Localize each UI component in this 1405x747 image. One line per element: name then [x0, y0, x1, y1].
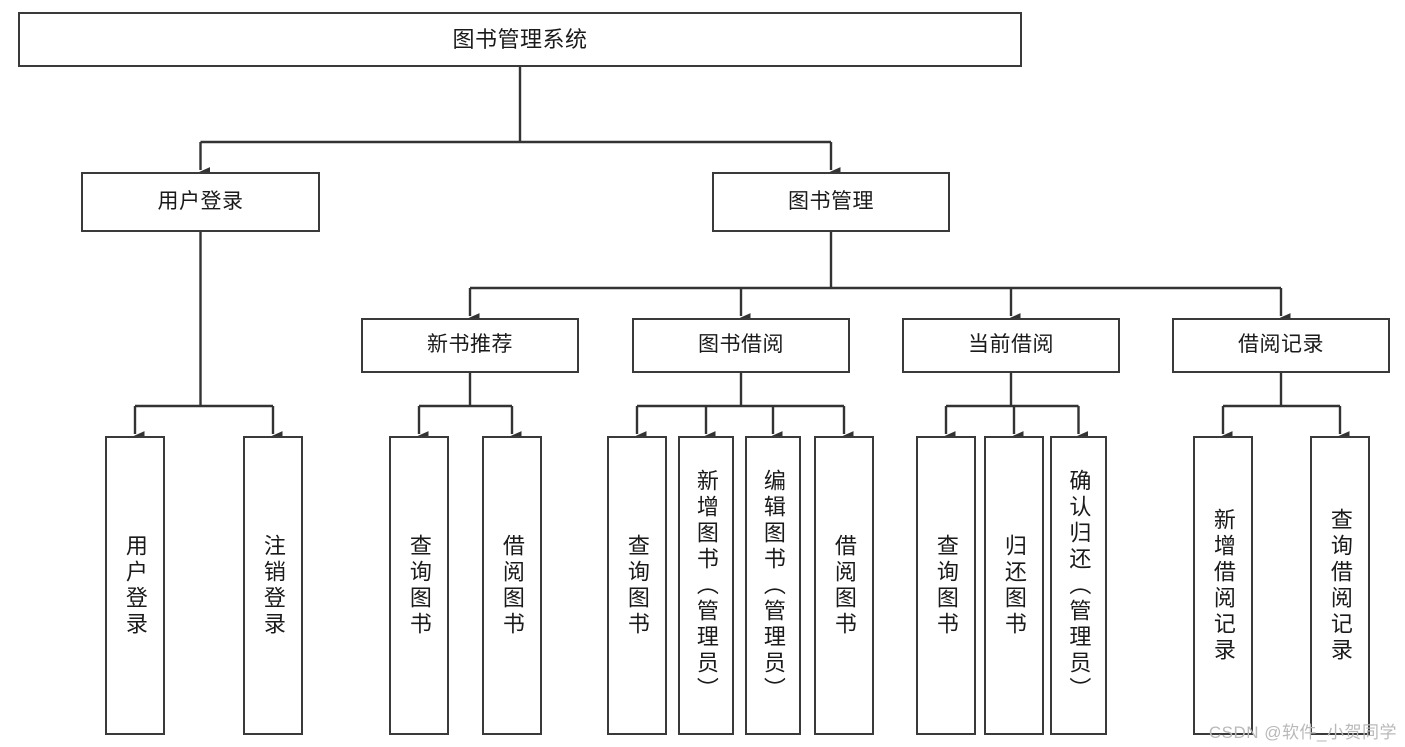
node-leaf-borrow-book-1[interactable]: 借阅图书 — [482, 436, 542, 735]
watermark-text: CSDN @软件_小贺同学 — [1208, 723, 1397, 742]
node-leaf-logout[interactable]: 注销登录 — [243, 436, 303, 735]
node-book-borrow-label: 图书借阅 — [698, 333, 784, 357]
node-leaf-query-record[interactable]: 查询借阅记录 — [1310, 436, 1370, 735]
node-new-book-rec[interactable]: 新书推荐 — [361, 318, 579, 373]
node-leaf-return-book[interactable]: 归还图书 — [984, 436, 1044, 735]
node-leaf-edit-book[interactable]: 编辑图书（管理员） — [745, 436, 801, 735]
node-leaf-return-book-label: 归还图书 — [1001, 533, 1027, 638]
node-leaf-logout-label: 注销登录 — [260, 533, 286, 638]
node-leaf-confirm-return-label: 确认归还（管理员） — [1066, 468, 1092, 703]
node-user-login-label: 用户登录 — [157, 189, 244, 213]
node-leaf-query-book-3-label: 查询图书 — [933, 533, 959, 638]
node-leaf-add-book-label: 新增图书（管理员） — [693, 468, 719, 703]
node-new-book-rec-label: 新书推荐 — [427, 333, 513, 357]
node-leaf-query-record-label: 查询借阅记录 — [1327, 507, 1353, 664]
node-leaf-add-book[interactable]: 新增图书（管理员） — [678, 436, 734, 735]
node-book-manage[interactable]: 图书管理 — [712, 172, 950, 232]
node-leaf-borrow-book-2-label: 借阅图书 — [831, 533, 857, 638]
node-leaf-borrow-book-2[interactable]: 借阅图书 — [814, 436, 874, 735]
node-leaf-query-book-1[interactable]: 查询图书 — [389, 436, 449, 735]
node-root[interactable]: 图书管理系统 — [18, 12, 1022, 67]
node-leaf-query-book-1-label: 查询图书 — [406, 533, 432, 638]
edge-paths — [123, 67, 1350, 451]
node-leaf-add-record[interactable]: 新增借阅记录 — [1193, 436, 1253, 735]
node-current-borrow-label: 当前借阅 — [968, 333, 1054, 357]
node-book-manage-label: 图书管理 — [788, 189, 874, 213]
node-current-borrow[interactable]: 当前借阅 — [902, 318, 1120, 373]
node-user-login[interactable]: 用户登录 — [81, 172, 320, 232]
node-borrow-record-label: 借阅记录 — [1238, 333, 1324, 357]
node-book-borrow[interactable]: 图书借阅 — [632, 318, 850, 373]
node-leaf-query-book-2-label: 查询图书 — [624, 533, 650, 638]
node-leaf-user-login-label: 用户登录 — [122, 533, 148, 638]
node-root-label: 图书管理系统 — [452, 26, 588, 52]
node-leaf-add-record-label: 新增借阅记录 — [1210, 507, 1236, 664]
node-leaf-borrow-book-1-label: 借阅图书 — [499, 533, 525, 638]
node-borrow-record[interactable]: 借阅记录 — [1172, 318, 1390, 373]
node-leaf-query-book-2[interactable]: 查询图书 — [607, 436, 667, 735]
node-leaf-confirm-return[interactable]: 确认归还（管理员） — [1050, 436, 1107, 735]
node-leaf-user-login[interactable]: 用户登录 — [105, 436, 165, 735]
node-leaf-query-book-3[interactable]: 查询图书 — [916, 436, 976, 735]
node-leaf-edit-book-label: 编辑图书（管理员） — [760, 468, 786, 703]
